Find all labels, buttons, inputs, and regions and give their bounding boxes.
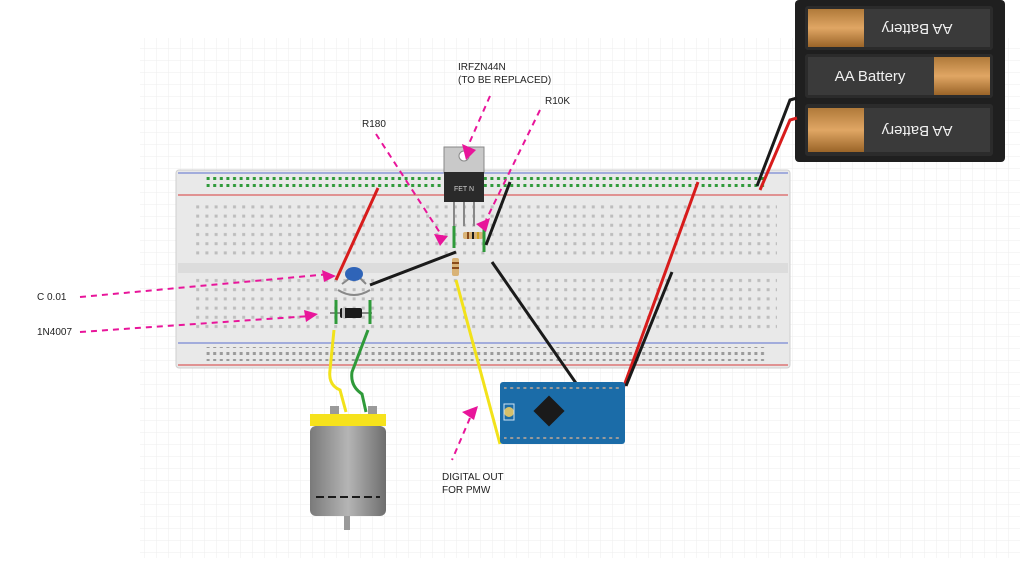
black-wire-fet-to-rail [484,181,512,246]
label-r10k: R10K [545,96,571,107]
red-wire-rail-to-cap [334,187,380,281]
dc-motor [310,406,386,530]
battery-label-2: AA Battery [835,68,906,85]
mosfet: FET N [443,146,485,226]
arrow-digital [451,417,471,461]
arrow-r10k [485,109,541,221]
battery-red-wire [758,116,798,191]
arrow-diode [79,315,311,333]
battery-pack: AA Battery AA Battery AA Battery [795,0,1005,162]
arrow-r180 [375,133,443,237]
battery-label-1: AA Battery [881,20,952,37]
black-wire-fet-to-arduino [490,261,580,387]
annotation-arrows [79,95,541,461]
arrow-cap [79,273,331,298]
annotation-arrowheads [304,144,490,420]
black-wire-arduino-to-rail [624,271,674,387]
capacitor [337,267,371,296]
label-fet-note: (TO BE REPLACED) [458,75,552,86]
breadboard [175,169,791,369]
green-jumper-left [334,300,372,324]
label-digital-out: DIGITAL OUT [442,472,504,483]
arrow-fet [467,95,491,147]
motor-lead-yellow [328,329,348,413]
resistor-r180 [452,258,459,276]
battery-label-3: AA Battery [881,122,952,139]
motor-lead-green [350,329,370,413]
arduino-board [500,382,625,444]
fet-marking: FET N [454,186,474,193]
battery-black-wire [755,96,798,187]
label-fet: IRFZN44N [458,62,506,73]
label-digital-out-2: FOR PMW [442,485,491,496]
resistor-r10k [463,232,483,239]
label-cap: C 0.01 [37,292,67,303]
red-wire-rail-to-arduino [614,181,700,409]
label-r180: R180 [362,119,386,130]
black-wire-cap-to-fet [369,250,457,287]
yellow-wire-signal [454,279,502,445]
label-diode: 1N4007 [37,327,73,338]
